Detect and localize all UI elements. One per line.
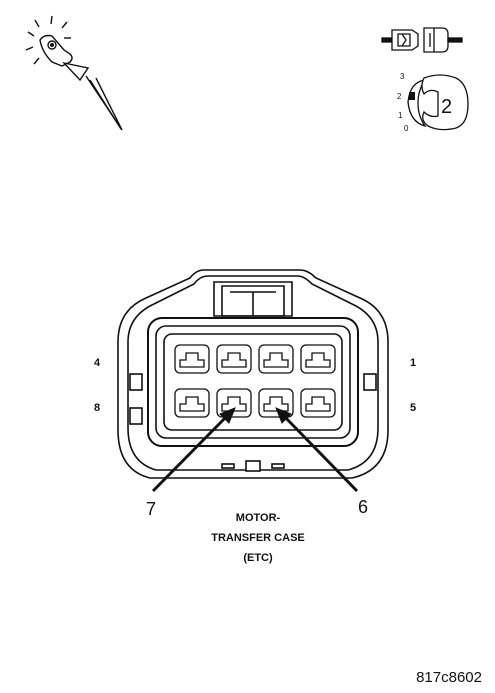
- terminal-cavity-1: [300, 344, 336, 374]
- terminal-cavity-5: [300, 388, 336, 418]
- ignition-key-position-label: 2: [441, 96, 452, 118]
- callout-label-7: 7: [146, 499, 156, 519]
- ignition-position-2: 2: [397, 92, 402, 101]
- connector-disconnect-icon: [381, 27, 463, 53]
- caption-line-1: MOTOR-: [236, 512, 281, 524]
- ignition-key-icon: 3 2 1 0 2: [397, 72, 469, 133]
- terminal-row-top: [174, 344, 336, 374]
- callout-leader-7: [151, 412, 231, 493]
- terminal-cavity-4: [174, 344, 210, 374]
- ignition-position-3: 3: [400, 72, 405, 81]
- cavity-label-1: 1: [410, 357, 416, 369]
- connector-body: [117, 269, 389, 479]
- terminal-cavity-2: [258, 344, 294, 374]
- terminal-cavity-6: [258, 388, 294, 418]
- cavity-label-4: 4: [94, 357, 101, 369]
- cavity-label-5: 5: [410, 402, 416, 414]
- caption-line-2: TRANSFER CASE: [211, 532, 305, 544]
- callout-arrowhead-7: [219, 407, 236, 424]
- ignition-position-0: 0: [404, 124, 409, 133]
- cavity-label-8: 8: [94, 402, 100, 414]
- backprobe-icon: [25, 15, 123, 131]
- terminal-cavity-3: [216, 344, 252, 374]
- callout-label-6: 6: [358, 497, 368, 517]
- caption-line-3: (ETC): [243, 552, 273, 564]
- callout-arrowhead-6: [275, 407, 292, 424]
- ignition-position-1: 1: [398, 111, 403, 120]
- callout-leaders: [151, 407, 359, 493]
- terminal-cavity-8: [174, 388, 210, 418]
- figure-id: 817c8602: [416, 669, 482, 686]
- terminal-row-bottom: [174, 388, 336, 418]
- callout-leader-6: [280, 412, 359, 493]
